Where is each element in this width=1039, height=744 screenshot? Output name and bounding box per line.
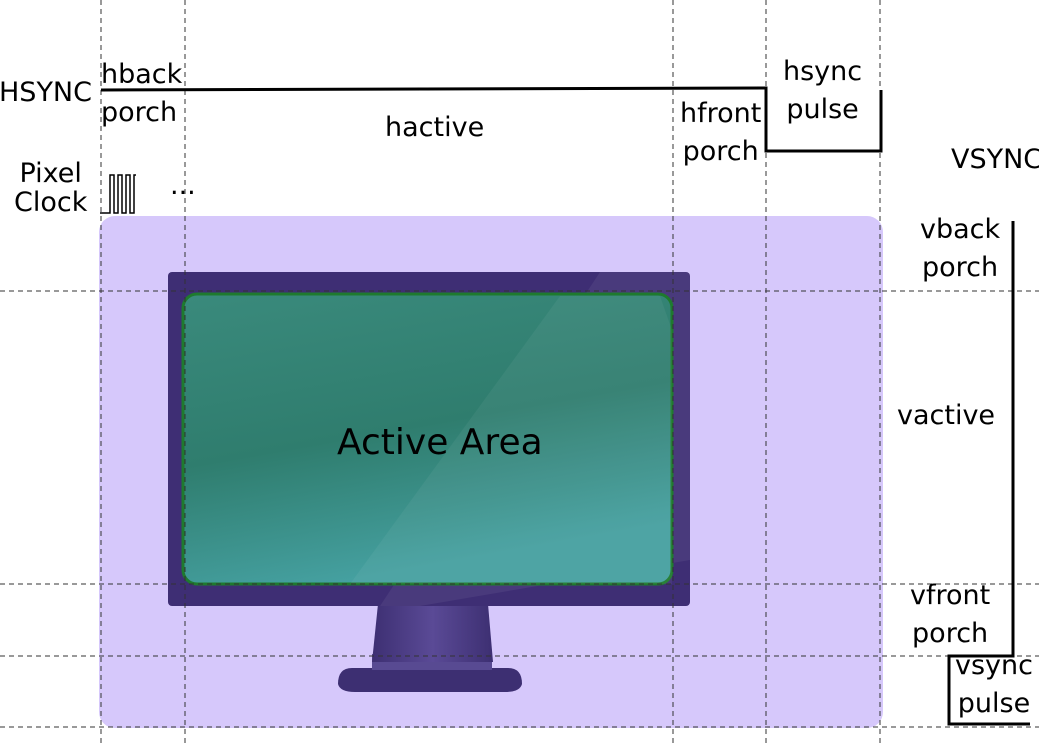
vsync-label: VSYNC <box>951 144 1039 175</box>
hactive-label: hactive <box>385 112 485 143</box>
hsync-label: HSYNC <box>0 77 92 108</box>
vsync-pulse-label: vsync pulse <box>955 647 1033 723</box>
pixel-clock-label: Pixel Clock <box>14 159 87 217</box>
active-area-label: Active Area <box>337 422 543 463</box>
vback-porch-line2: porch <box>922 252 999 283</box>
clock-ellipsis: ... <box>170 170 196 201</box>
hsync-pulse-label: hsync pulse <box>783 53 862 129</box>
vactive-label: vactive <box>897 400 996 431</box>
vsync-pulse-line2: pulse <box>957 688 1031 719</box>
hfront-porch-label: hfront porch <box>680 95 761 171</box>
hsync-waveform <box>100 86 883 153</box>
pixel-clock-waveform <box>100 174 136 214</box>
hsync-pulse-line2: pulse <box>786 94 859 125</box>
vback-porch-label: vback porch <box>920 211 1000 287</box>
vfront-porch-line2: porch <box>912 618 989 649</box>
vfront-porch-line1: vfront <box>910 580 991 611</box>
hsync-pulse-line1: hsync <box>783 56 863 87</box>
hfront-porch-line2: porch <box>682 136 759 167</box>
hback-porch-line1: hback <box>101 59 183 90</box>
vback-porch-line1: vback <box>920 214 1001 245</box>
vsync-waveform <box>947 221 1030 726</box>
vsync-pulse-line1: vsync <box>955 650 1033 681</box>
pixel-clock-line2: Clock <box>14 187 88 218</box>
hback-porch-line2: porch <box>101 97 178 128</box>
hback-porch-label: hback porch <box>101 56 182 132</box>
vfront-porch-label: vfront porch <box>910 577 990 653</box>
pixel-clock-line1: Pixel <box>19 158 82 189</box>
hfront-porch-line1: hfront <box>680 98 762 129</box>
